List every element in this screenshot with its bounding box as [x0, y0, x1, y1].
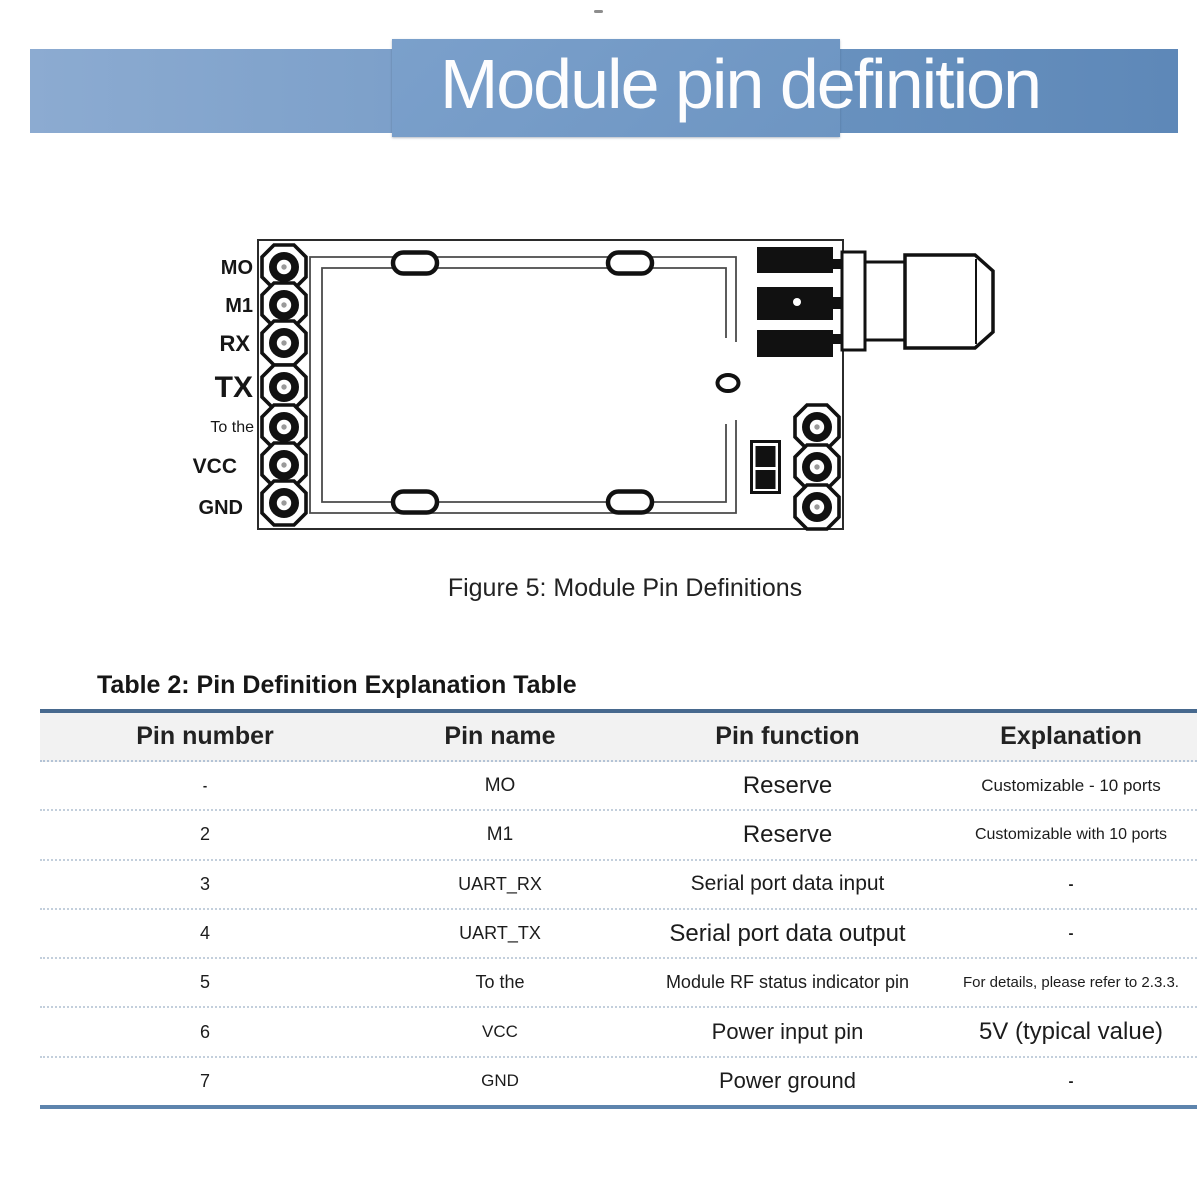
column-header-pin-function: Pin function: [715, 722, 860, 750]
pin-number-cell: 2: [199, 824, 210, 845]
table-row: 6 VCC Power input pin 5V (typical value): [40, 1008, 1197, 1058]
pin-label-m1: M1: [225, 295, 253, 317]
page-title: Module pin definition: [439, 45, 1042, 123]
right-pin-header: [793, 403, 841, 531]
pin-number-cell: -: [202, 778, 208, 794]
explanation-cell: Customizable - 10 ports: [981, 775, 1161, 795]
pin-number-cell: 3: [199, 873, 210, 894]
left-pin-header: [260, 243, 308, 527]
pin-function-cell: Power input pin: [711, 1019, 864, 1045]
pin-number-cell: 4: [199, 923, 210, 944]
table-row: 5 To the Module RF status indicator pin …: [40, 959, 1197, 1009]
table-title: Table 2: Pin Definition Explanation Tabl…: [97, 671, 577, 699]
sma-connector: [757, 247, 995, 357]
scan-artifact-dot: [594, 10, 603, 13]
pin-name-cell: MO: [484, 774, 516, 796]
pin-labels: MO M1 RX TX To the VCC GND: [193, 257, 254, 519]
pin-function-cell: Reserve: [742, 771, 833, 799]
pcb-board-outline: [257, 239, 844, 530]
pin-name-cell: UART_RX: [458, 873, 542, 894]
pin-function-cell: Serial port data input: [690, 872, 885, 896]
pin-name-cell: M1: [486, 823, 514, 845]
banner-center-block: [392, 39, 840, 137]
explanation-cell: 5V (typical value): [978, 1018, 1164, 1046]
jumper-component: [750, 440, 781, 494]
pin-number-cell: 5: [199, 972, 210, 993]
pin-name-cell: To the: [475, 972, 525, 993]
explanation-cell: -: [1068, 925, 1074, 943]
table-row: - MO Reserve Customizable - 10 ports: [40, 762, 1197, 812]
column-header-pin-number: Pin number: [136, 722, 274, 750]
pin-label-vcc: VCC: [193, 455, 237, 478]
pin-number-cell: 7: [199, 1070, 210, 1091]
column-header-explanation: Explanation: [1000, 722, 1142, 750]
pin-number-cell: 6: [199, 1021, 210, 1042]
pin-function-cell: Reserve: [742, 820, 833, 848]
table-row: 4 UART_TX Serial port data output -: [40, 910, 1197, 960]
pin-label-tx: TX: [215, 371, 253, 404]
pin-function-cell: Serial port data output: [669, 919, 906, 947]
pin-function-cell: Power ground: [719, 1068, 856, 1094]
pin-label-aux: To the: [210, 419, 254, 436]
explanation-cell: -: [1068, 1072, 1074, 1090]
table-row: 7 GND Power ground -: [40, 1058, 1197, 1105]
pin-label-gnd: GND: [199, 497, 243, 519]
pin-function-cell: Module RF status indicator pin: [665, 972, 910, 993]
table-header-row: Pin number Pin name Pin function Explana…: [40, 713, 1197, 762]
table-row: 2 M1 Reserve Customizable with 10 ports: [40, 811, 1197, 861]
pin-name-cell: VCC: [482, 1022, 518, 1042]
pin-definition-table: Pin number Pin name Pin function Explana…: [40, 709, 1197, 1110]
explanation-cell: For details, please refer to 2.3.3.: [963, 974, 1179, 992]
table-row: 3 UART_RX Serial port data input -: [40, 861, 1197, 910]
pin-label-mo: MO: [221, 257, 253, 279]
explanation-cell: Customizable with 10 ports: [974, 825, 1168, 843]
explanation-cell: -: [1068, 875, 1074, 893]
column-header-pin-name: Pin name: [444, 722, 556, 750]
pin-name-cell: UART_TX: [459, 923, 541, 944]
figure-caption: Figure 5: Module Pin Definitions: [447, 574, 803, 602]
pin-label-rx: RX: [219, 331, 250, 356]
antenna-trace-rectangle: [309, 256, 737, 514]
pin-name-cell: GND: [481, 1071, 519, 1091]
module-pin-diagram: MO M1 RX TX To the VCC GND: [193, 239, 995, 531]
silkscreen-oval: [715, 373, 741, 393]
